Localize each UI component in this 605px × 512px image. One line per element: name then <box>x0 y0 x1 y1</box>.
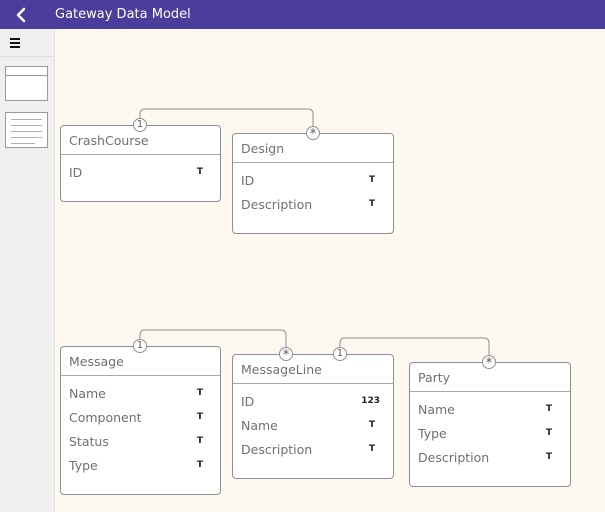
entity-message[interactable]: Message Name T Component T Status T Type… <box>60 346 221 495</box>
text-type-badge: T <box>368 420 375 430</box>
entity-name: Message <box>69 354 124 369</box>
attribute-name: Component <box>69 410 142 425</box>
attribute-name: Description <box>241 197 313 212</box>
entity-design[interactable]: Design ID T Description T <box>232 133 394 234</box>
sidebar <box>0 29 55 512</box>
text-type-badge: T <box>196 412 203 422</box>
cardinality-many-marker: * <box>306 126 320 142</box>
chevron-left-icon <box>16 7 26 23</box>
hamburger-menu-icon <box>10 38 20 40</box>
divider <box>410 391 570 392</box>
cardinality-many-marker: * <box>482 355 496 371</box>
text-type-badge: T <box>545 404 552 414</box>
attribute-name: Name <box>418 402 455 417</box>
divider <box>233 383 393 384</box>
attribute-name: ID <box>69 165 83 180</box>
text-type-badge: T <box>196 167 203 177</box>
diagram-thumbnail-2[interactable] <box>5 112 48 148</box>
entity-crashcourse[interactable]: CrashCourse ID T <box>60 125 221 202</box>
number-type-badge: 123 <box>361 396 380 406</box>
text-type-badge: T <box>196 436 203 446</box>
entity-name: MessageLine <box>241 362 322 377</box>
entity-name: CrashCourse <box>69 133 149 148</box>
attribute-name: Name <box>241 418 278 433</box>
diagram-thumbnail-1[interactable] <box>5 66 48 101</box>
header-bar: Gateway Data Model <box>0 0 605 29</box>
divider <box>233 162 393 163</box>
attribute-name: Description <box>241 442 313 457</box>
divider <box>61 375 220 376</box>
divider <box>0 56 55 57</box>
divider <box>61 154 220 155</box>
attribute-name: Name <box>69 386 106 401</box>
cardinality-one-marker: 1 <box>133 339 147 353</box>
cardinality-one-marker: 1 <box>333 347 347 361</box>
text-type-badge: T <box>545 428 552 438</box>
attribute-name: ID <box>241 173 255 188</box>
back-button[interactable] <box>8 2 34 28</box>
attribute-name: Status <box>69 434 109 449</box>
entity-messageline[interactable]: MessageLine ID 123 Name T Description T <box>232 354 394 479</box>
text-type-badge: T <box>545 452 552 462</box>
attribute-name: Description <box>418 450 490 465</box>
text-type-badge: T <box>196 460 203 470</box>
text-type-badge: T <box>196 388 203 398</box>
text-type-badge: T <box>368 199 375 209</box>
cardinality-one-marker: 1 <box>133 118 147 132</box>
attribute-name: ID <box>241 394 255 409</box>
page-title: Gateway Data Model <box>55 7 191 22</box>
entity-name: Design <box>241 141 285 156</box>
text-type-badge: T <box>368 444 375 454</box>
cardinality-many-marker: * <box>279 347 293 363</box>
entity-party[interactable]: Party Name T Type T Description T <box>409 362 571 487</box>
menu-button[interactable] <box>0 29 55 56</box>
entity-name: Party <box>418 370 451 385</box>
text-type-badge: T <box>368 175 375 185</box>
attribute-name: Type <box>69 458 98 473</box>
attribute-name: Type <box>418 426 447 441</box>
